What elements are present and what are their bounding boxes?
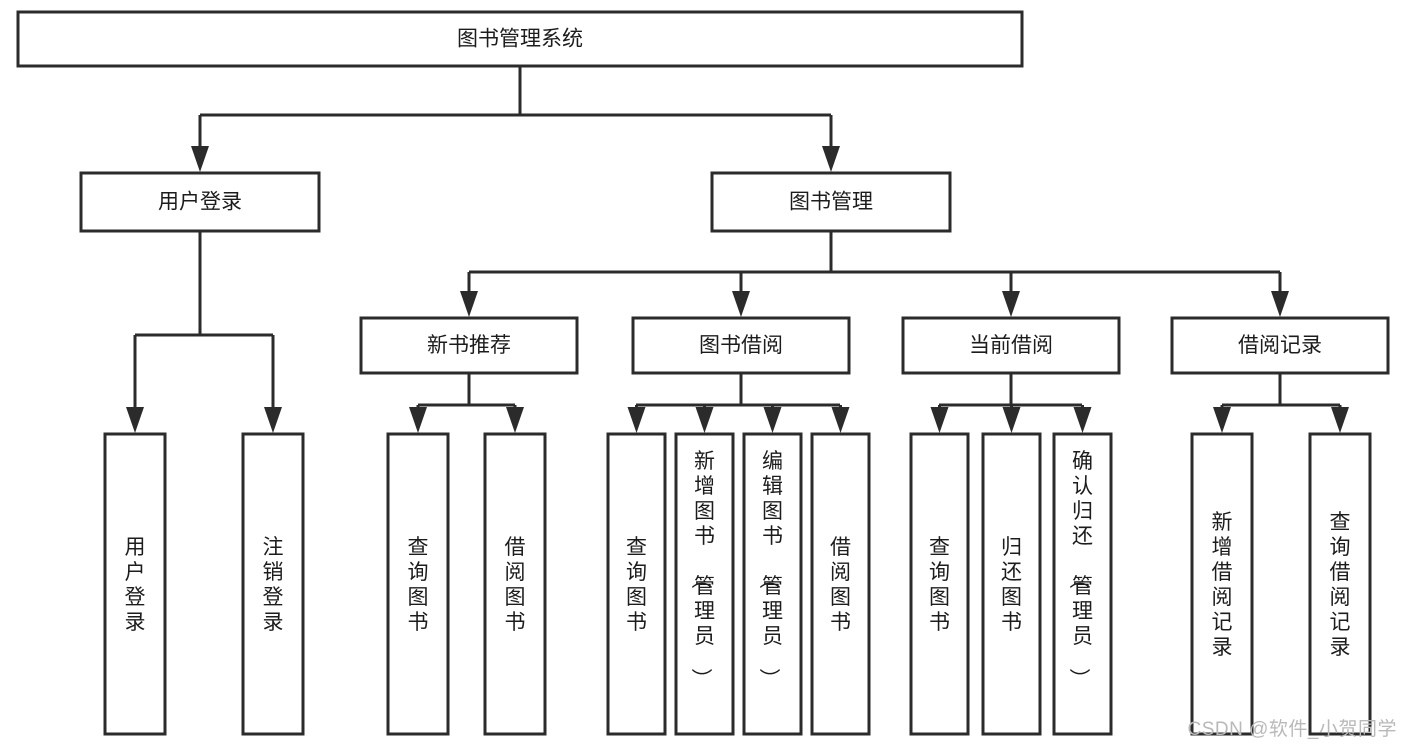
node-label-borrow-record: 借阅记录	[1238, 334, 1322, 357]
arrowhead-icon-leaf-query-record	[1331, 407, 1349, 433]
node-leaf-query-record[interactable]: 查询借阅记录	[1308, 432, 1372, 736]
node-leaf-borrow-book-2[interactable]: 借阅图书	[810, 432, 871, 736]
node-box-leaf-user-login	[103, 432, 167, 736]
node-box-user-login	[79, 171, 321, 233]
arrowhead-icon-leaf-query-book-2	[627, 407, 646, 433]
node-label-leaf-user-login: 用户登录	[125, 536, 146, 634]
node-label-leaf-user-logout: 注销登录	[263, 536, 284, 634]
arrowhead-icon-book-borrow	[732, 291, 750, 317]
node-label-leaf-query-book-1: 查询图书	[408, 536, 429, 634]
node-box-leaf-borrow-book-1	[483, 432, 547, 736]
node-label-leaf-query-book-3: 查询图书	[929, 536, 950, 634]
arrowhead-icon-book-manage	[822, 146, 840, 172]
arrowhead-icon-user-login	[191, 146, 209, 172]
node-leaf-user-logout[interactable]: 注销登录	[241, 432, 305, 736]
node-leaf-user-login[interactable]: 用户登录	[103, 432, 167, 736]
edges-layer	[126, 66, 1349, 433]
node-box-leaf-query-record	[1308, 432, 1372, 736]
arrowhead-icon-leaf-edit-book	[763, 407, 782, 433]
node-box-leaf-return-book	[981, 432, 1042, 736]
nodes-layer: 图书管理系统用户登录图书管理新书推荐图书借阅当前借阅借阅记录用户登录注销登录查询…	[16, 10, 1390, 736]
node-label-book-manage: 图书管理	[789, 191, 873, 214]
node-label-leaf-return-book: 归还图书	[1001, 536, 1022, 634]
node-label-leaf-confirm-return: 确认归还（管理员）	[1067, 450, 1093, 689]
node-box-leaf-confirm-return	[1052, 432, 1113, 736]
node-borrow-record[interactable]: 借阅记录	[1170, 316, 1390, 375]
arrowhead-icon-new-book-rec	[460, 291, 478, 317]
node-leaf-query-book-2[interactable]: 查询图书	[606, 432, 667, 736]
node-leaf-borrow-book-1[interactable]: 借阅图书	[483, 432, 547, 736]
node-label-current-borrow: 当前借阅	[969, 334, 1053, 357]
node-box-book-borrow	[631, 316, 851, 375]
node-label-leaf-add-book: 新增图书（管理员）	[689, 450, 715, 689]
node-box-leaf-edit-book	[742, 432, 803, 736]
node-book-manage[interactable]: 图书管理	[710, 171, 952, 233]
node-box-leaf-query-book-1	[386, 432, 450, 736]
node-label-leaf-query-record: 查询借阅记录	[1330, 511, 1351, 659]
node-user-login[interactable]: 用户登录	[79, 171, 321, 233]
node-box-root	[16, 10, 1024, 68]
node-leaf-edit-book[interactable]: 编辑图书（管理员）	[742, 432, 803, 736]
node-leaf-query-book-3[interactable]: 查询图书	[909, 432, 970, 736]
node-box-leaf-query-book-2	[606, 432, 667, 736]
arrowhead-icon-leaf-add-book	[695, 407, 714, 433]
arrowhead-icon-leaf-user-login	[126, 407, 144, 433]
node-label-root: 图书管理系统	[457, 28, 583, 51]
arrowhead-icon-borrow-record	[1271, 291, 1289, 317]
node-leaf-query-book-1[interactable]: 查询图书	[386, 432, 450, 736]
node-box-current-borrow	[901, 316, 1121, 375]
arrowhead-icon-leaf-borrow-book-2	[831, 407, 850, 433]
node-root[interactable]: 图书管理系统	[16, 10, 1024, 68]
arrowhead-icon-leaf-confirm-return	[1073, 407, 1092, 433]
node-box-new-book-rec	[359, 316, 579, 375]
node-box-borrow-record	[1170, 316, 1390, 375]
node-new-book-rec[interactable]: 新书推荐	[359, 316, 579, 375]
node-box-leaf-add-book	[674, 432, 735, 736]
arrowhead-icon-leaf-query-book-3	[930, 407, 949, 433]
arrowhead-icon-leaf-return-book	[1002, 407, 1021, 433]
node-label-book-borrow: 图书借阅	[699, 334, 783, 357]
arrowhead-icon-leaf-borrow-book-1	[506, 407, 524, 433]
node-box-leaf-query-book-3	[909, 432, 970, 736]
node-label-leaf-query-book-2: 查询图书	[626, 536, 647, 634]
csdn-watermark: CSDN @软件_小贺同学	[1187, 719, 1397, 740]
node-box-leaf-borrow-book-2	[810, 432, 871, 736]
node-leaf-add-record[interactable]: 新增借阅记录	[1190, 432, 1254, 736]
node-book-borrow[interactable]: 图书借阅	[631, 316, 851, 375]
node-leaf-add-book[interactable]: 新增图书（管理员）	[674, 432, 735, 736]
arrowhead-icon-leaf-add-record	[1213, 407, 1231, 433]
node-leaf-return-book[interactable]: 归还图书	[981, 432, 1042, 736]
node-label-leaf-borrow-book-1: 借阅图书	[505, 536, 526, 634]
node-box-leaf-add-record	[1190, 432, 1254, 736]
node-label-leaf-add-record: 新增借阅记录	[1212, 511, 1233, 659]
arrowhead-icon-current-borrow	[1002, 291, 1020, 317]
node-label-user-login: 用户登录	[158, 191, 242, 214]
node-box-leaf-user-logout	[241, 432, 305, 736]
node-label-leaf-borrow-book-2: 借阅图书	[830, 536, 851, 634]
node-box-book-manage	[710, 171, 952, 233]
node-label-new-book-rec: 新书推荐	[427, 334, 511, 357]
node-leaf-confirm-return[interactable]: 确认归还（管理员）	[1052, 432, 1113, 736]
arrowhead-icon-leaf-query-book-1	[409, 407, 427, 433]
node-current-borrow[interactable]: 当前借阅	[901, 316, 1121, 375]
node-label-leaf-edit-book: 编辑图书（管理员）	[757, 450, 783, 689]
arrowhead-icon-leaf-user-logout	[264, 407, 282, 433]
